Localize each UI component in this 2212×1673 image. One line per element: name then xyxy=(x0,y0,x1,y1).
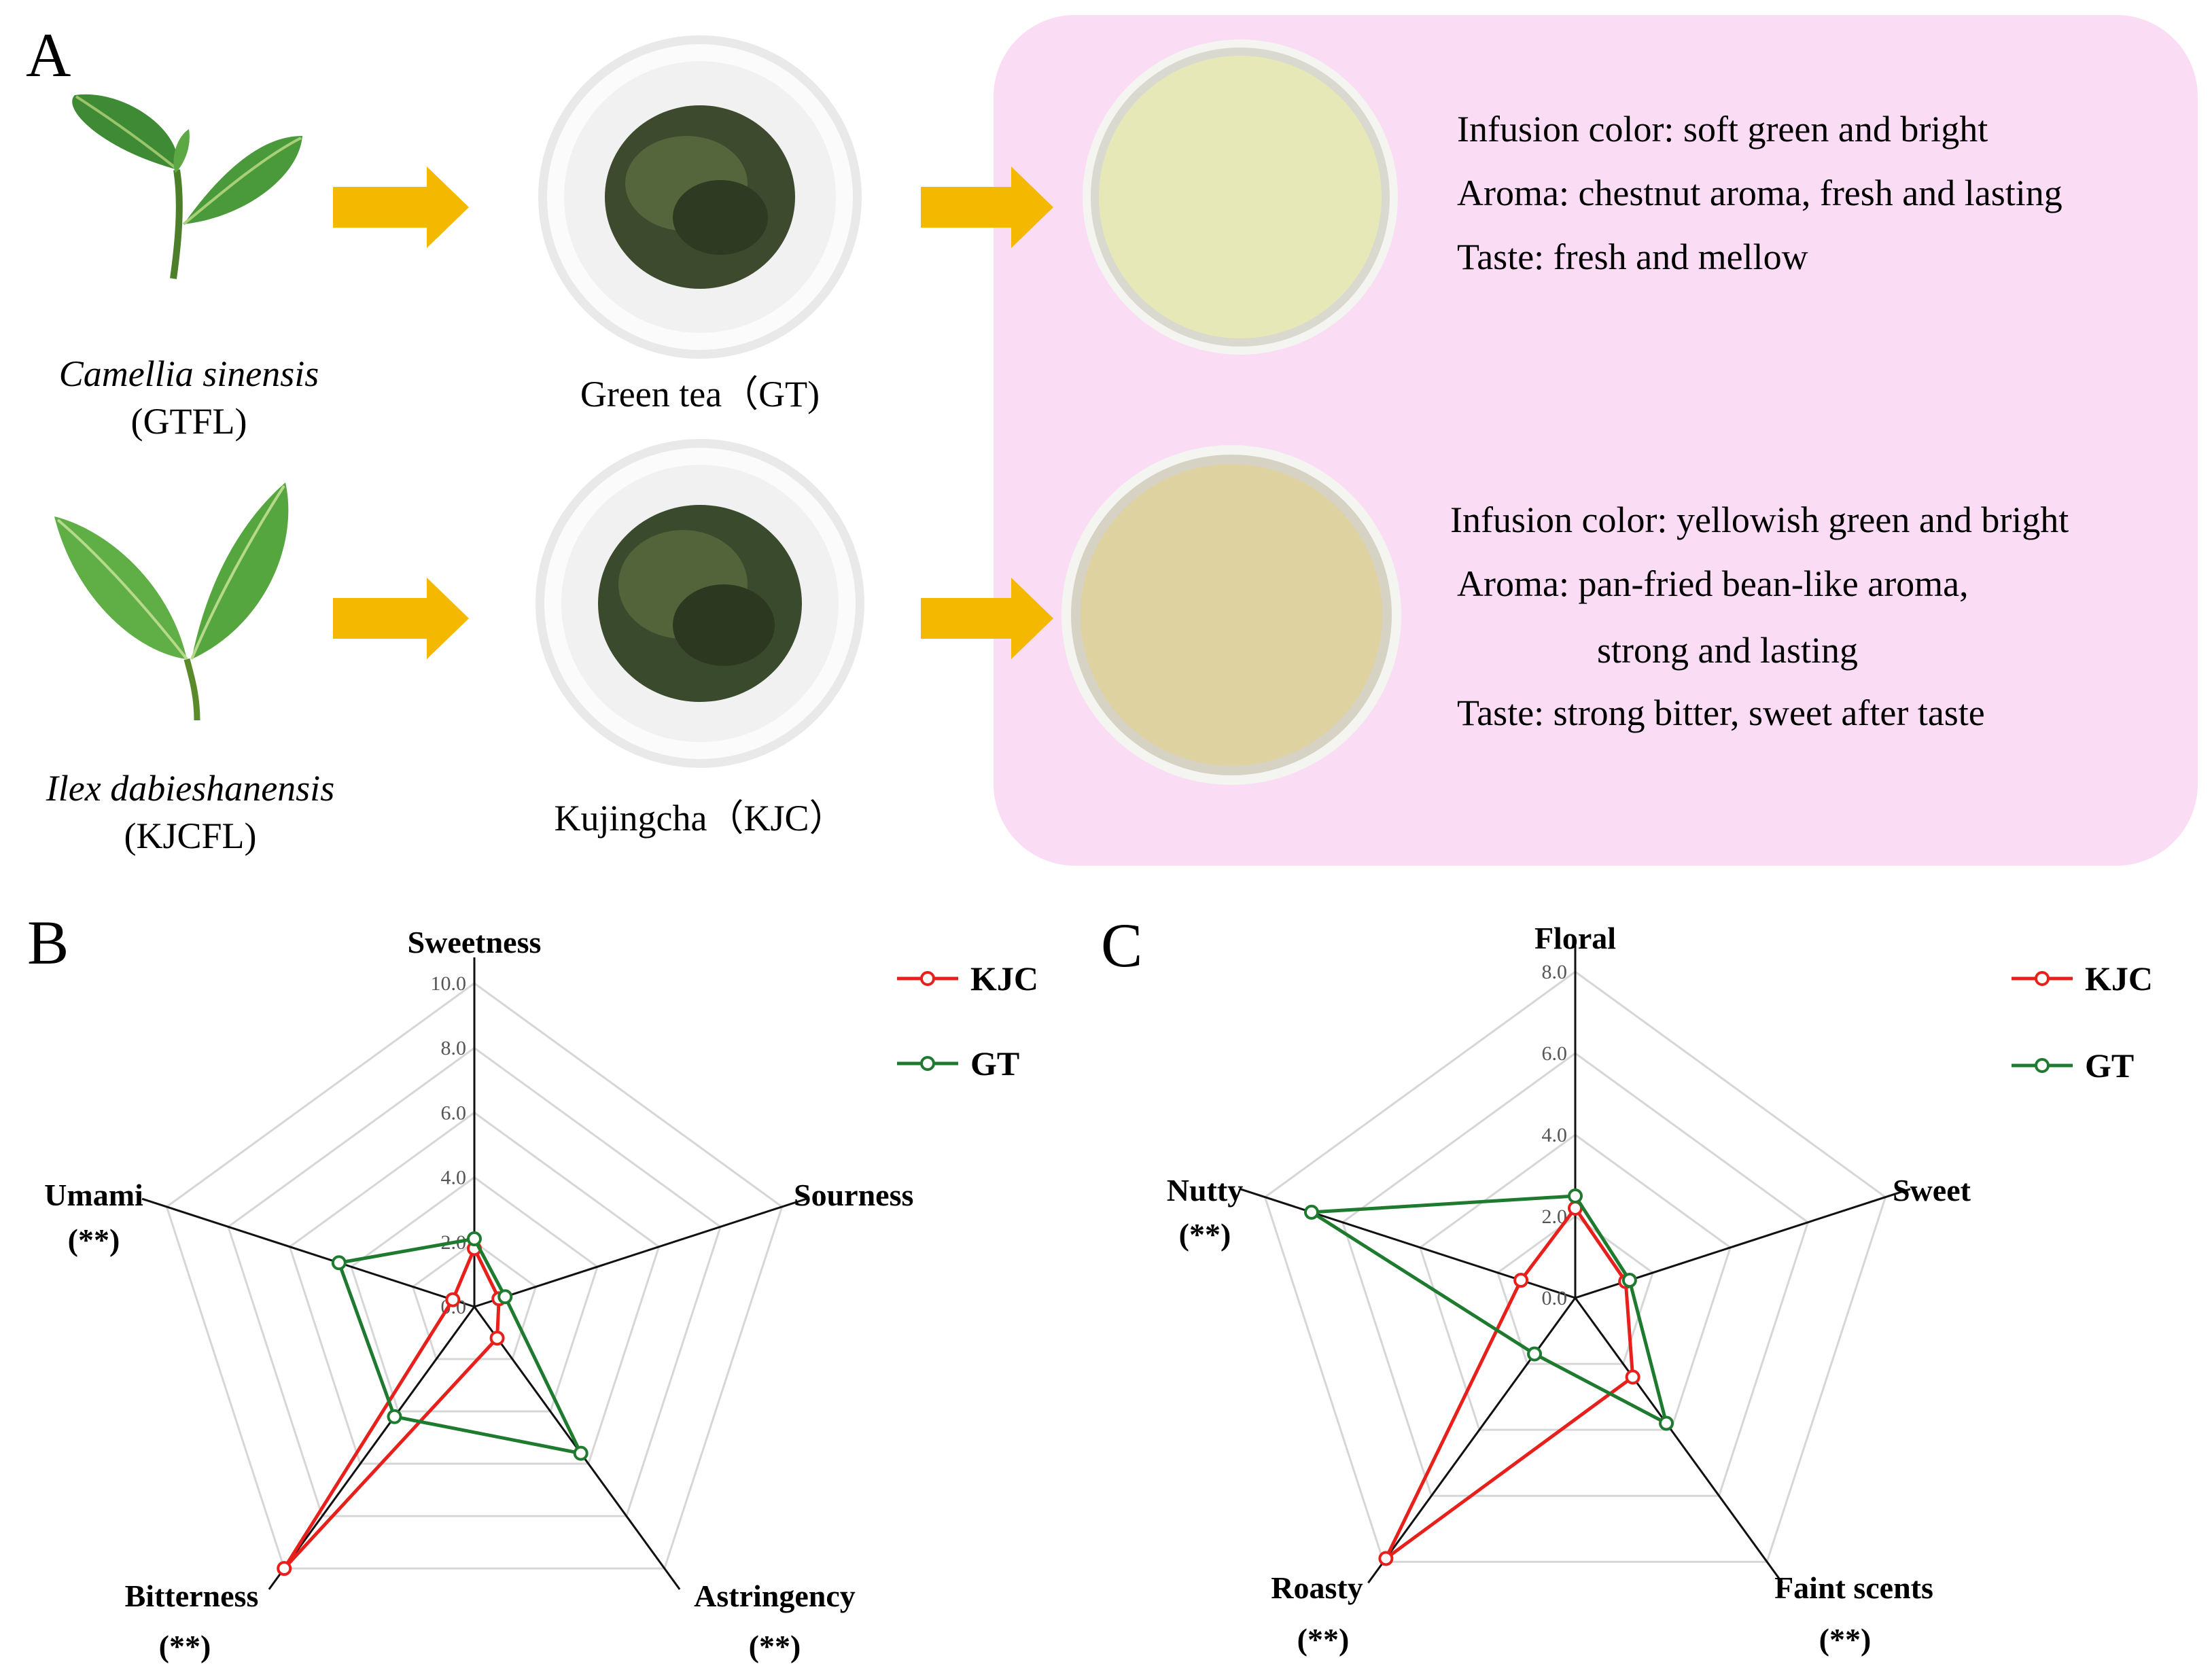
axis-line xyxy=(1574,1297,1783,1584)
green-tea-infusion-image xyxy=(1083,39,1398,355)
green-tea-bowl-image xyxy=(538,35,862,359)
grid-ring xyxy=(1496,1215,1654,1365)
axis-line xyxy=(268,1306,476,1590)
panel-c-letter: C xyxy=(1101,911,1142,980)
arrow-icon xyxy=(921,166,1053,248)
tick-label: 8.0 xyxy=(1542,961,1568,983)
data-point-kjc xyxy=(445,1292,461,1307)
data-point-gt xyxy=(1621,1273,1637,1288)
legend-marker xyxy=(920,971,935,986)
grid-ring xyxy=(1418,1133,1732,1431)
axis-label: Floral xyxy=(1534,921,1616,955)
kujingcha-infusion-image xyxy=(1061,445,1401,785)
tick-label: 4.0 xyxy=(1542,1124,1568,1146)
series-line-kjc xyxy=(283,1244,501,1570)
legend-marker xyxy=(2035,1058,2050,1073)
row1-species: Camellia sinensis xyxy=(59,353,319,394)
axis-label: Sweetness xyxy=(408,925,542,959)
data-point-gt xyxy=(387,1409,402,1424)
axis-label: Umami xyxy=(44,1178,143,1212)
legend-label: KJC xyxy=(970,959,1038,998)
grid-ring xyxy=(227,1046,722,1517)
series-line-gt xyxy=(1306,1194,1669,1427)
data-point-kjc xyxy=(1378,1551,1394,1566)
axis-line xyxy=(474,1197,807,1308)
arrow-icon xyxy=(333,578,469,659)
radar-chart-b: 0.02.04.06.08.010.0SweetnessSournessAstr… xyxy=(44,925,1038,1663)
significance-label: (**) xyxy=(159,1629,211,1663)
series-line-gt xyxy=(336,1237,584,1456)
significance-label: (**) xyxy=(749,1629,801,1663)
significance-label: (**) xyxy=(1179,1217,1231,1252)
row2-product: Kujingcha（KJC） xyxy=(555,798,846,839)
data-point-gt xyxy=(1527,1346,1543,1362)
significance-label: (**) xyxy=(68,1222,120,1257)
data-point-kjc xyxy=(489,1331,505,1346)
data-point-gt xyxy=(1659,1415,1674,1431)
axis-label: Faint scents xyxy=(1774,1570,1933,1605)
row2-code: (KJCFL) xyxy=(124,815,256,856)
panel-b: B 0.02.04.06.08.010.0SweetnessSournessAs… xyxy=(27,908,1038,1663)
tick-label: 8.0 xyxy=(441,1037,467,1059)
row2-desc-3: Taste: strong bitter, sweet after taste xyxy=(1457,692,1985,733)
row1-product: Green tea（GT) xyxy=(580,374,820,415)
row2-desc-2: strong and lasting xyxy=(1597,630,1858,671)
arrow-icon xyxy=(921,578,1053,659)
panel-b-letter: B xyxy=(27,908,69,977)
grid-ring xyxy=(1341,1052,1810,1497)
significance-label: (**) xyxy=(1819,1622,1872,1657)
data-point-gt xyxy=(467,1231,482,1247)
panel-a-letter: A xyxy=(26,20,71,90)
axis-label: Sweet xyxy=(1893,1173,1971,1208)
data-point-gt xyxy=(497,1289,513,1305)
row1-desc-1: Aroma: chestnut aroma, fresh and lasting xyxy=(1457,173,2062,213)
grid-ring xyxy=(165,982,784,1570)
axis-line xyxy=(141,1197,475,1308)
axis-label: Astringency xyxy=(694,1579,856,1613)
grid-ring xyxy=(411,1240,538,1360)
camellia-leaf-image xyxy=(72,94,302,279)
axis-label: Bitterness xyxy=(125,1579,259,1613)
data-point-kjc xyxy=(1513,1273,1529,1288)
row1-desc-2: Taste: fresh and mellow xyxy=(1457,236,1808,277)
tick-label: 0.0 xyxy=(1542,1287,1568,1309)
axis-label: Roasty xyxy=(1271,1570,1363,1605)
tick-label: 4.0 xyxy=(441,1167,467,1189)
legend-label: KJC xyxy=(2085,959,2153,998)
row2-desc-0: Infusion color: yellowish green and brig… xyxy=(1450,499,2069,540)
axis-label: Nutty xyxy=(1167,1173,1243,1208)
grid-ring xyxy=(350,1176,599,1413)
significance-label: (**) xyxy=(1297,1622,1350,1657)
grid-ring xyxy=(288,1111,661,1465)
data-point-gt xyxy=(1303,1204,1319,1220)
data-point-gt xyxy=(573,1445,589,1461)
row2-desc-1: Aroma: pan-fried bean-like aroma, xyxy=(1457,563,1969,604)
axis-label: Sourness xyxy=(794,1178,913,1212)
row2-species: Ilex dabieshanensis xyxy=(46,768,334,809)
data-point-gt xyxy=(1568,1188,1583,1203)
row1-desc-0: Infusion color: soft green and bright xyxy=(1457,109,1988,149)
tick-label: 6.0 xyxy=(441,1102,467,1124)
data-point-gt xyxy=(331,1255,347,1271)
ilex-leaf-image xyxy=(54,482,289,721)
data-point-kjc xyxy=(277,1561,292,1577)
series-line-kjc xyxy=(1384,1205,1635,1560)
tick-label: 6.0 xyxy=(1542,1042,1568,1065)
grid-ring xyxy=(1263,970,1887,1563)
tick-label: 10.0 xyxy=(431,972,467,995)
legend-marker xyxy=(2035,971,2050,986)
kujingcha-bowl-image xyxy=(536,439,864,768)
legend-label: GT xyxy=(2085,1046,2134,1085)
panel-a: A Camellia sinensis (GTFL) Green tea（GT) xyxy=(26,15,2198,866)
arrow-icon xyxy=(333,166,469,248)
axis-line xyxy=(1367,1297,1577,1584)
legend-marker xyxy=(920,1056,935,1071)
legend-label: GT xyxy=(970,1044,1019,1082)
data-point-kjc xyxy=(1625,1369,1640,1385)
row1-code: (GTFL) xyxy=(131,401,247,442)
